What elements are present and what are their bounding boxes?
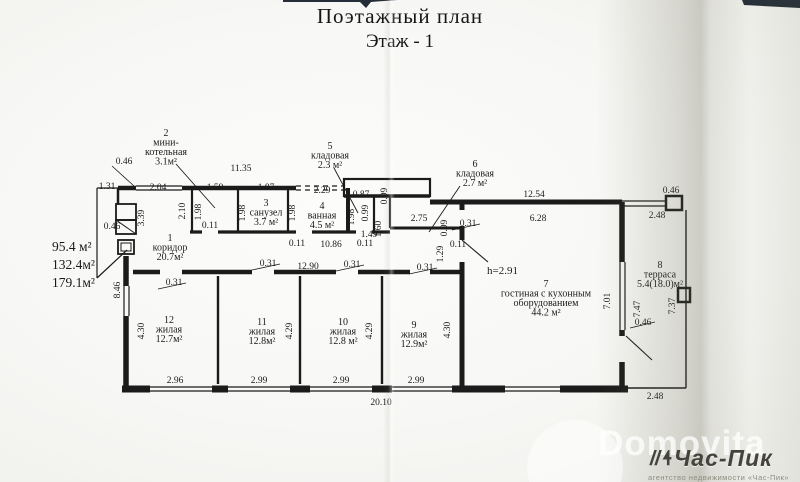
dimension-label: 2.04: [150, 183, 167, 193]
dimension-label: 1.49: [361, 230, 378, 240]
dimension-label: 0.87: [353, 190, 370, 200]
dimension-label: 0.11: [450, 240, 467, 250]
dimension-label: 0.46: [663, 186, 680, 196]
dimension-label: 2.99: [251, 376, 268, 386]
dimension-label: 12.90: [297, 262, 319, 272]
dimension-label: 2.99: [333, 376, 350, 386]
dimension-label: 0.31: [460, 219, 477, 229]
dimension-label: 0.11: [289, 239, 306, 249]
dimension-label: 10.86: [320, 240, 342, 250]
dimension-label: 1.60: [374, 220, 384, 237]
page-corner-dark-edge: [742, 0, 800, 8]
dimension-label: 0.31: [166, 278, 183, 288]
title-line1: Поэтажный план: [316, 4, 484, 28]
dimension-label: 2.48: [647, 392, 664, 402]
dimension-label: 20.10: [370, 398, 392, 408]
dimension-label: 1.98: [238, 204, 248, 221]
dimension-label: 3.39: [137, 209, 147, 226]
dimension-label: 7.37: [668, 297, 678, 314]
dimension-label: 1.59: [207, 183, 224, 193]
dimension-label: 0.31: [344, 260, 361, 270]
dimension-label: 8.46: [113, 281, 123, 298]
dimension-label: 12.54: [523, 190, 545, 200]
page-fold-notch: [283, 0, 397, 8]
dimension-label: 2.75: [411, 214, 428, 224]
dimension-label: 0.31: [260, 259, 277, 269]
dimension-label: 2.10: [178, 202, 188, 219]
dimension-label: 0.11: [202, 221, 219, 231]
dimension-label: 1.29: [436, 245, 446, 262]
dimension-label: 1.98: [347, 208, 357, 225]
dimension-label: 0.11: [357, 239, 374, 249]
dimension-label: 6.28: [530, 214, 547, 224]
dimension-label: 1.31: [99, 182, 116, 192]
dimension-label: 4.29: [285, 322, 295, 339]
dimension-label: 2.29: [314, 186, 331, 196]
dimension-label: 2.96: [167, 376, 184, 386]
walls-layer: [96, 163, 692, 394]
total-area-2: 132.4м²: [52, 257, 95, 272]
dimension-label: 2.48: [649, 211, 666, 221]
dimension-label: 1.87: [258, 183, 275, 193]
dimension-label: 0.31: [417, 263, 434, 273]
dimension-label: 0.99: [361, 204, 371, 221]
ceiling-height-note: h=2.91: [487, 265, 518, 277]
total-area-3: 179.1м²: [52, 275, 95, 290]
dimension-label: 1.98: [194, 203, 204, 220]
dimension-label: 4.30: [137, 322, 147, 339]
dimension-label: 7.47: [633, 300, 643, 317]
dimension-label: 0.99: [380, 187, 390, 204]
dimension-label: 0.46: [104, 222, 121, 232]
dimension-label: 4.30: [443, 321, 453, 338]
dimension-label: 0.46: [635, 318, 652, 328]
total-area-summary: 95.4 м² 132.4м² 179.1м²: [52, 238, 95, 292]
dimension-label: 4.29: [365, 322, 375, 339]
dimension-labels: 0.46 1.31 2.04 11.35 1.59 1.87 2.29 0.87 12.54 0.…: [99, 157, 680, 408]
title-line2: Этаж - 1: [366, 31, 434, 52]
dimension-label: 7.01: [603, 292, 613, 309]
total-area-1: 95.4 м²: [52, 239, 92, 254]
page-title: Поэтажный план Этаж - 1: [0, 4, 800, 53]
dimension-label: 1.98: [288, 204, 298, 221]
dimension-label: 0.46: [116, 157, 133, 167]
dimension-label: 11.35: [230, 164, 251, 174]
dimension-label: 2.99: [408, 376, 425, 386]
dimension-label: 0.99: [440, 219, 450, 236]
